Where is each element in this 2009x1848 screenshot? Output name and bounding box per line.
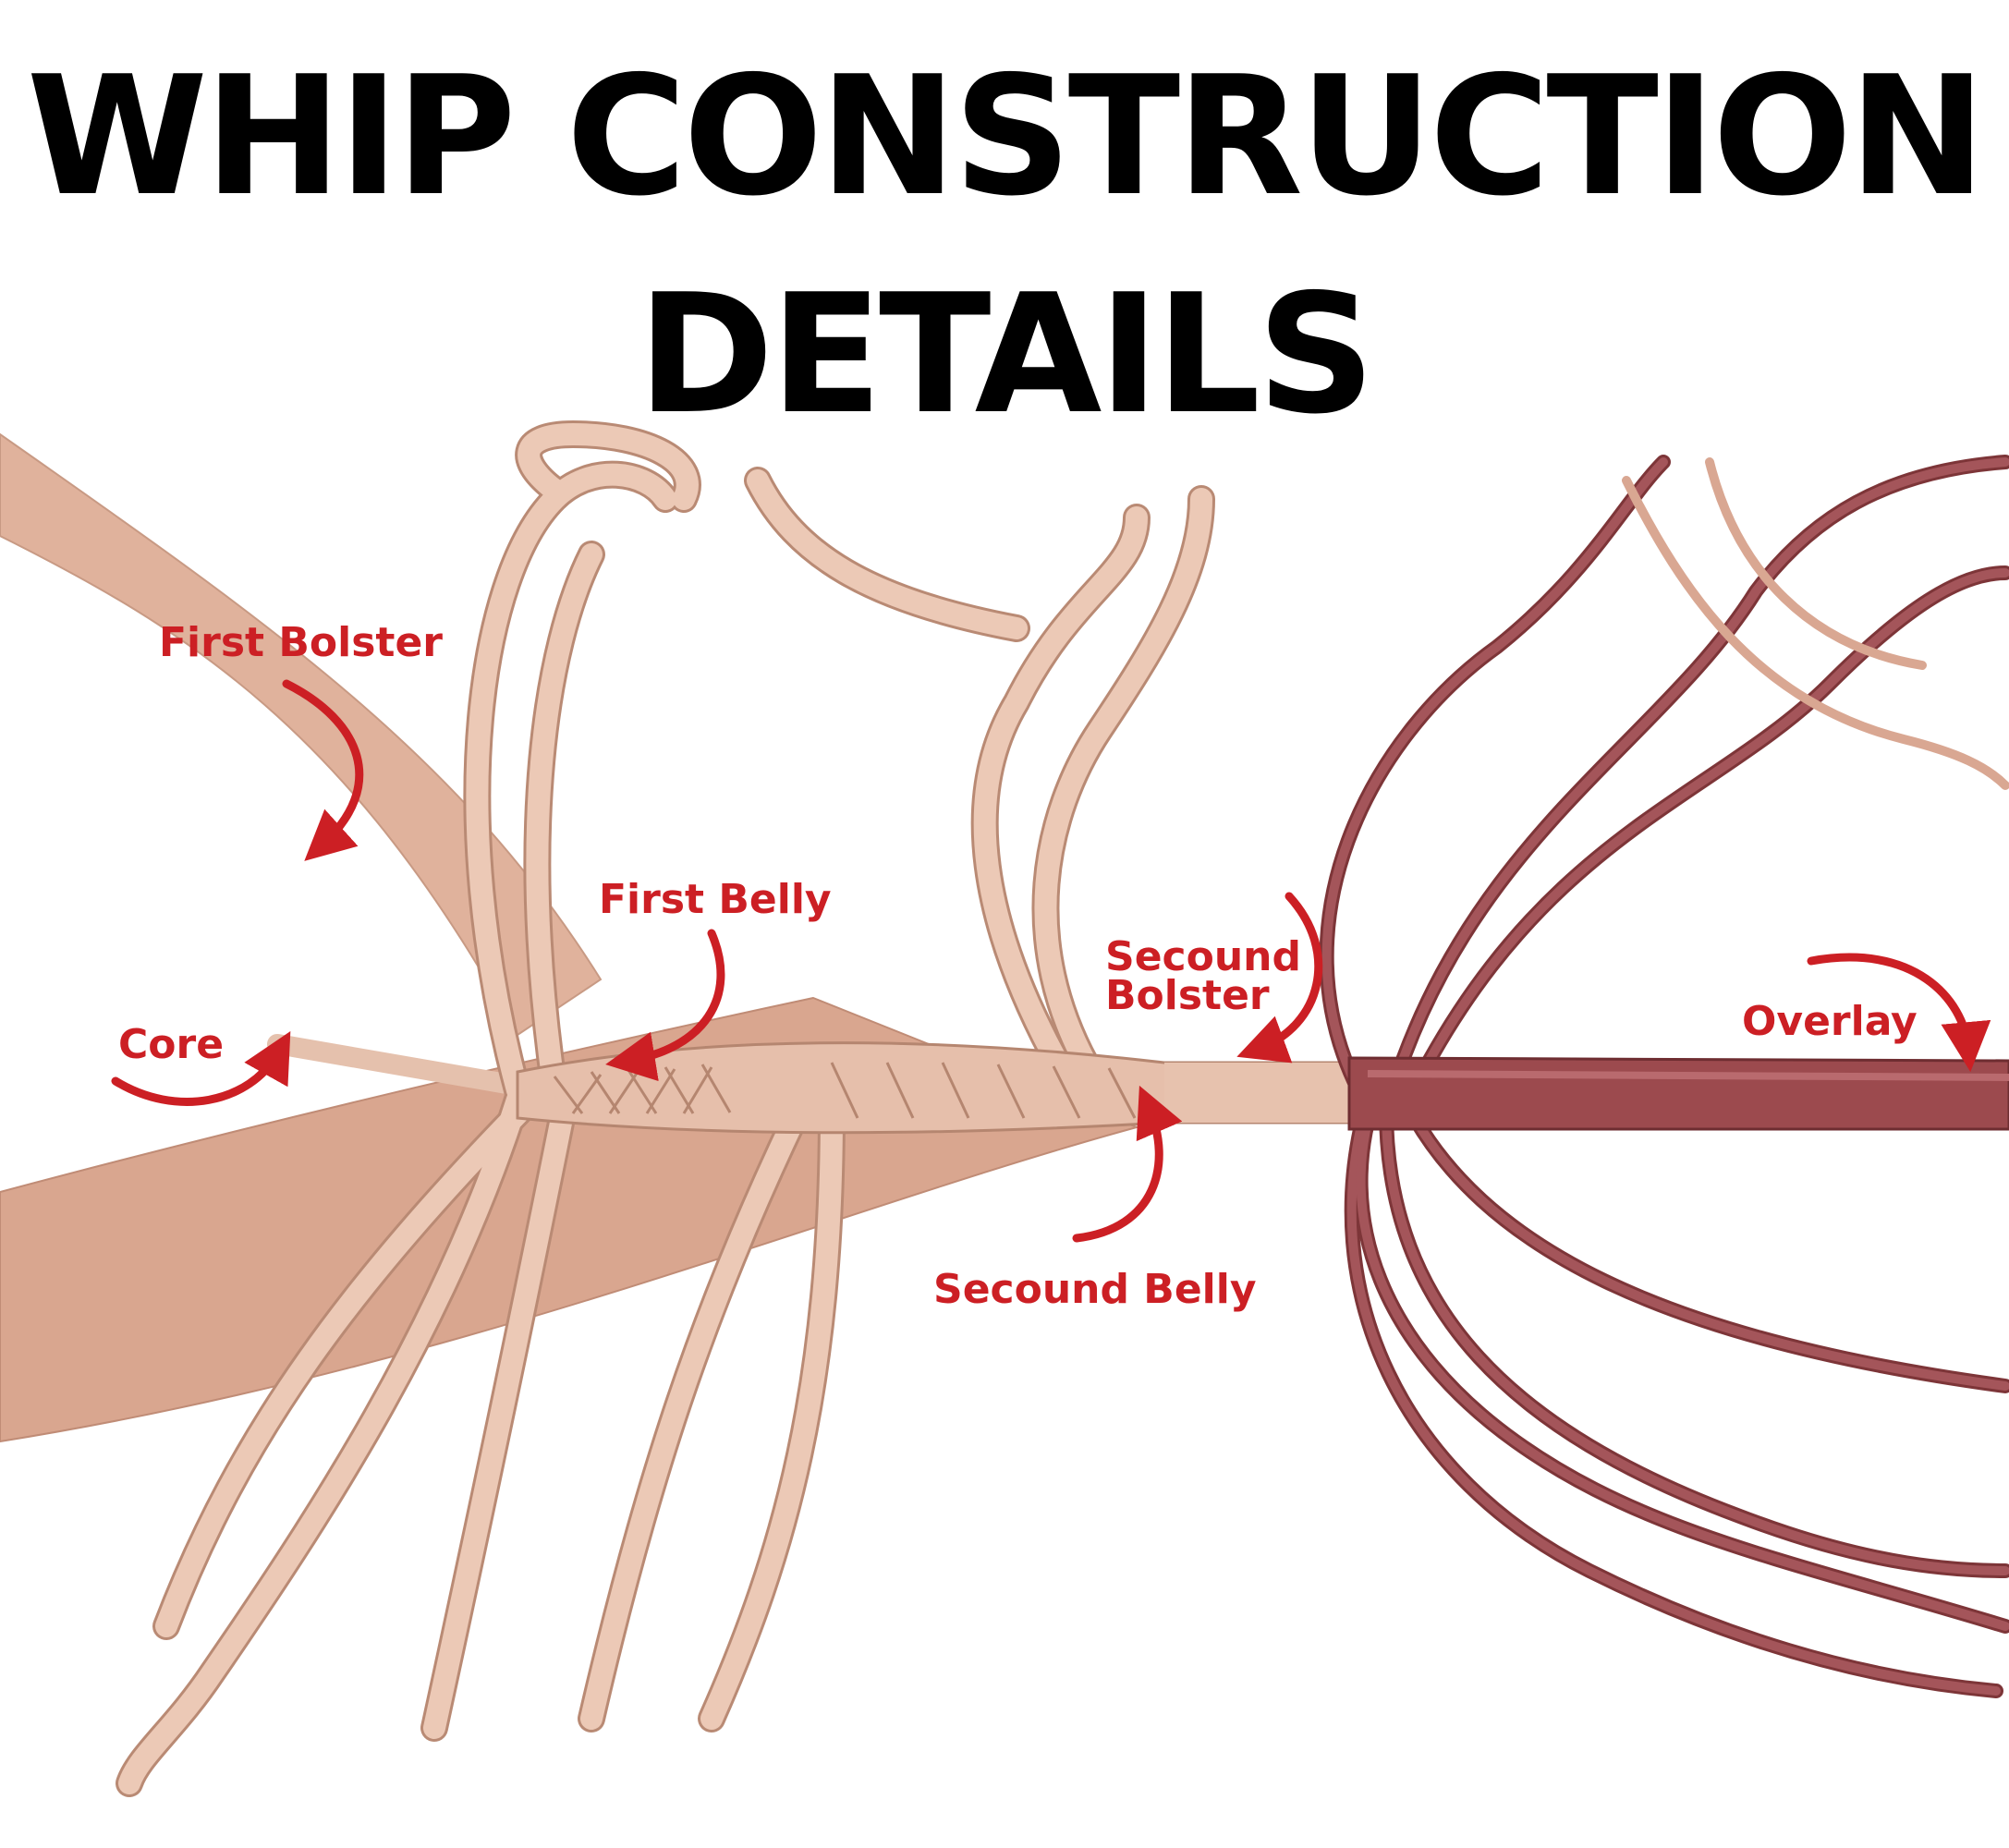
second-bolster-arrow-icon [1236, 892, 1323, 1064]
label-first-belly: First Belly [599, 876, 832, 923]
second-belly-arrow-icon [1072, 1085, 1183, 1243]
page-title: WHIP CONSTRUCTION DETAILS [0, 28, 2009, 464]
light-strands [116, 419, 1215, 1797]
first-belly-arrow-icon [605, 929, 725, 1082]
label-arrows [111, 679, 1991, 1243]
label-second-bolster-2: Bolster [1105, 972, 1270, 1019]
overlay-arrow-icon [1807, 953, 1991, 1073]
label-first-bolster: First Bolster [159, 619, 443, 666]
title-line-2: DETAILS [637, 259, 1376, 450]
core-arrow-icon [111, 1031, 291, 1106]
label-second-belly: Secound Belly [933, 1266, 1257, 1313]
core-strand [267, 1034, 528, 1096]
component-labels: First Bolster First Belly Core Secound B… [118, 619, 1918, 1313]
second-belly-plain [1164, 1063, 1349, 1123]
overlay-handle-highlight [1367, 1070, 2009, 1081]
label-overlay: Overlay [1742, 998, 1918, 1045]
label-second-bolster-1: Secound [1105, 933, 1301, 980]
braid-pattern [553, 1062, 1137, 1119]
label-core: Core [118, 1021, 224, 1068]
first-bolster-strip [0, 432, 603, 1037]
overlay-handle [1347, 1056, 2009, 1131]
overlay-strands [1319, 455, 2009, 1698]
title-line-1: WHIP CONSTRUCTION [26, 41, 1987, 232]
first-bolster-arrow-icon [282, 679, 364, 861]
